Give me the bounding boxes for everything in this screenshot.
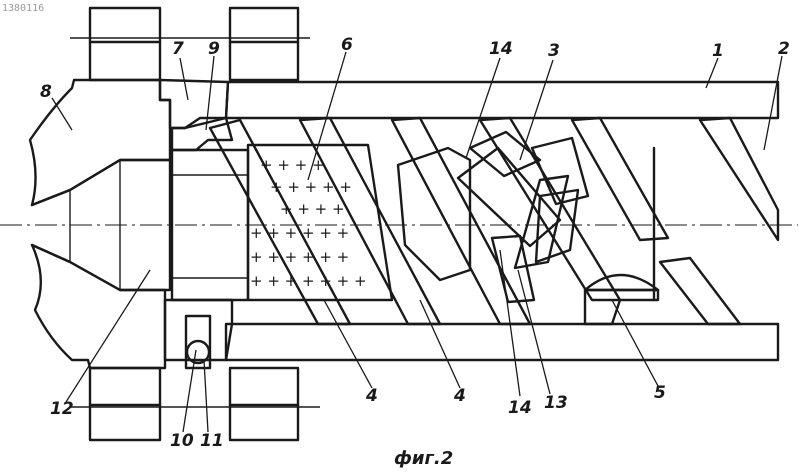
lower-flange-left (90, 368, 160, 440)
head-body-lower (32, 245, 165, 368)
upper-flange-right (230, 8, 298, 80)
svg-text:+ + + + + + +: + + + + + + + (250, 272, 367, 290)
mixing-zone-6: + + + + + + + + + + + + + + + + + + + + … (248, 145, 392, 300)
label-8: 8 (40, 82, 52, 102)
blade-14a (398, 148, 470, 280)
label-12: 12 (50, 399, 74, 419)
label-6: 6 (341, 35, 353, 55)
screw-flight-3 (392, 118, 530, 324)
label-4-left: 4 (365, 386, 378, 406)
leader-lines (52, 52, 782, 432)
label-3: 3 (548, 41, 560, 61)
label-11: 11 (200, 431, 224, 451)
label-13: 13 (544, 393, 568, 413)
svg-text:+ + + + + +: + + + + + + (250, 248, 349, 266)
svg-text:+ + + +: + + + + (280, 200, 345, 218)
label-14-bottom: 14 (508, 398, 532, 418)
ring-9 (172, 118, 232, 150)
screw-flight-2 (300, 118, 440, 324)
label-10: 10 (170, 431, 194, 451)
barrel-bottom-wall (226, 324, 778, 360)
lower-ring (165, 300, 232, 360)
blade-13 (515, 138, 588, 268)
label-7: 7 (172, 39, 184, 59)
label-9: 9 (208, 39, 220, 59)
figure-caption: фиг.2 (394, 448, 453, 469)
label-4-right: 4 (453, 386, 466, 406)
label-14-top: 14 (489, 39, 513, 59)
label-2: 2 (778, 39, 790, 59)
barrel-top-wall (226, 82, 778, 118)
upper-flange-left (90, 8, 160, 80)
lower-flange-right (230, 368, 298, 440)
screw-flight-lower (660, 258, 740, 324)
label-5: 5 (654, 383, 666, 403)
blade-3 (458, 132, 560, 246)
label-1: 1 (712, 41, 724, 61)
sheet-number: 1380116 (2, 3, 44, 14)
